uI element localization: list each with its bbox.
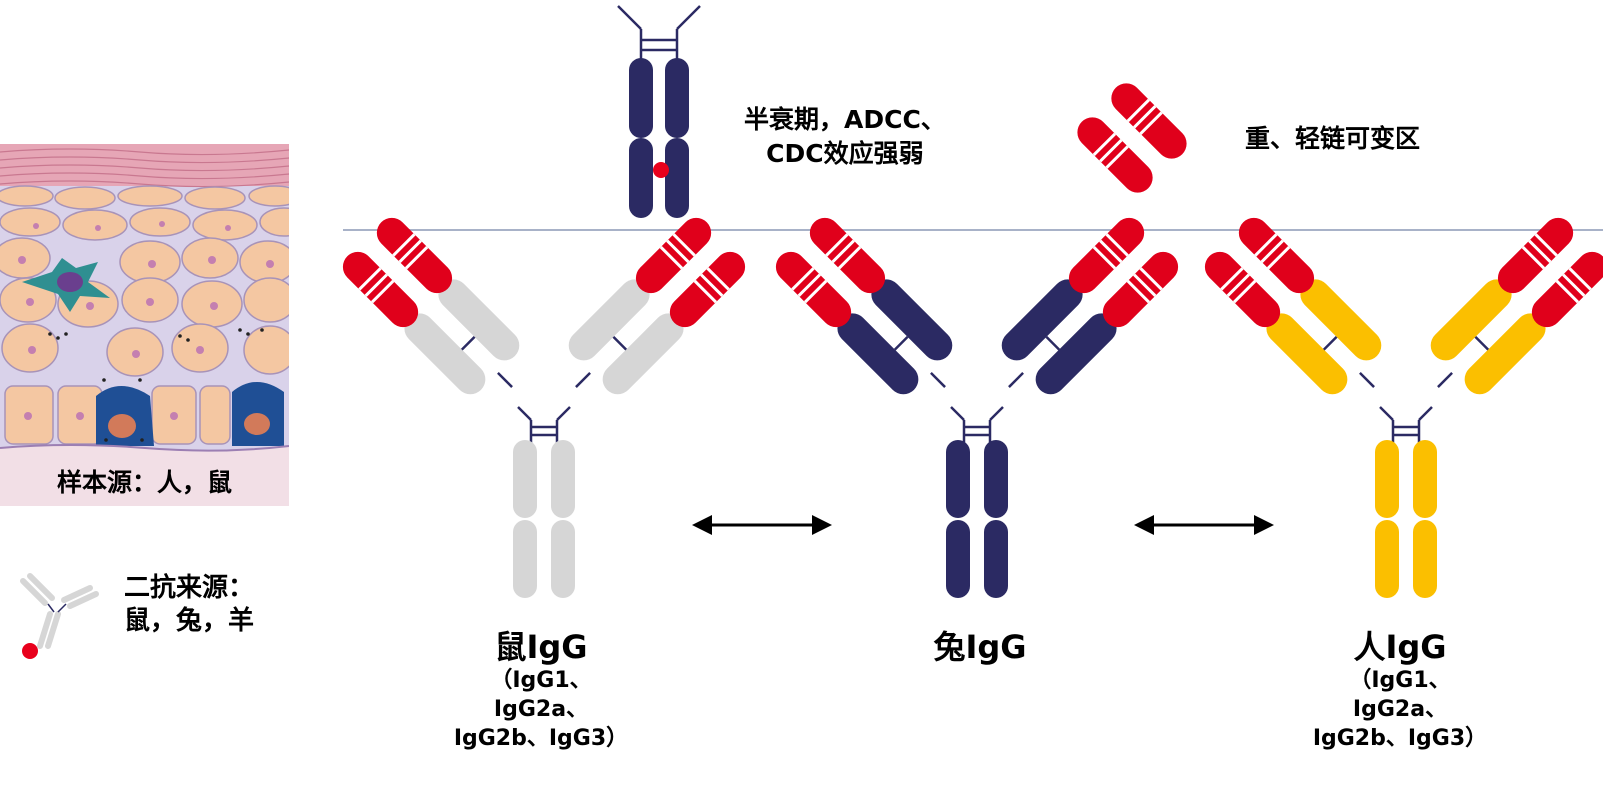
variable-region-icon	[1069, 75, 1195, 201]
secondary-source-label: 二抗来源： 鼠，兔，羊	[124, 573, 255, 636]
mouse-igg-subclasses: （IgG1、 IgG2a、 IgG2b、IgG3）	[453, 668, 629, 751]
rabbit-igg-title: 兔IgG	[933, 628, 1027, 666]
fc-effect-legend-label: 半衰期，ADCC、 CDC效应强弱	[744, 105, 946, 168]
human-igg-title: 人IgG	[1353, 628, 1447, 666]
mouse-igg-icon	[337, 212, 752, 598]
double-arrow-icon	[692, 515, 832, 535]
human-igg-icon	[1199, 212, 1603, 598]
marker-dot-icon	[653, 162, 669, 178]
secondary-antibody-icon	[20, 573, 99, 649]
sample-source-label: 样本源：人，鼠	[56, 468, 232, 497]
fc-effect-legend-antibody-icon	[617, 5, 701, 218]
variable-region-legend-label: 重、轻链可变区	[1245, 124, 1421, 153]
secondary-marker-dot-icon	[22, 643, 38, 659]
rabbit-igg-icon	[770, 212, 1185, 598]
tissue-illustration	[0, 144, 289, 506]
double-arrow-icon	[1134, 515, 1274, 535]
human-igg-subclasses: （IgG1、 IgG2a、 IgG2b、IgG3）	[1312, 668, 1488, 751]
mouse-igg-title: 鼠IgG	[494, 628, 588, 666]
